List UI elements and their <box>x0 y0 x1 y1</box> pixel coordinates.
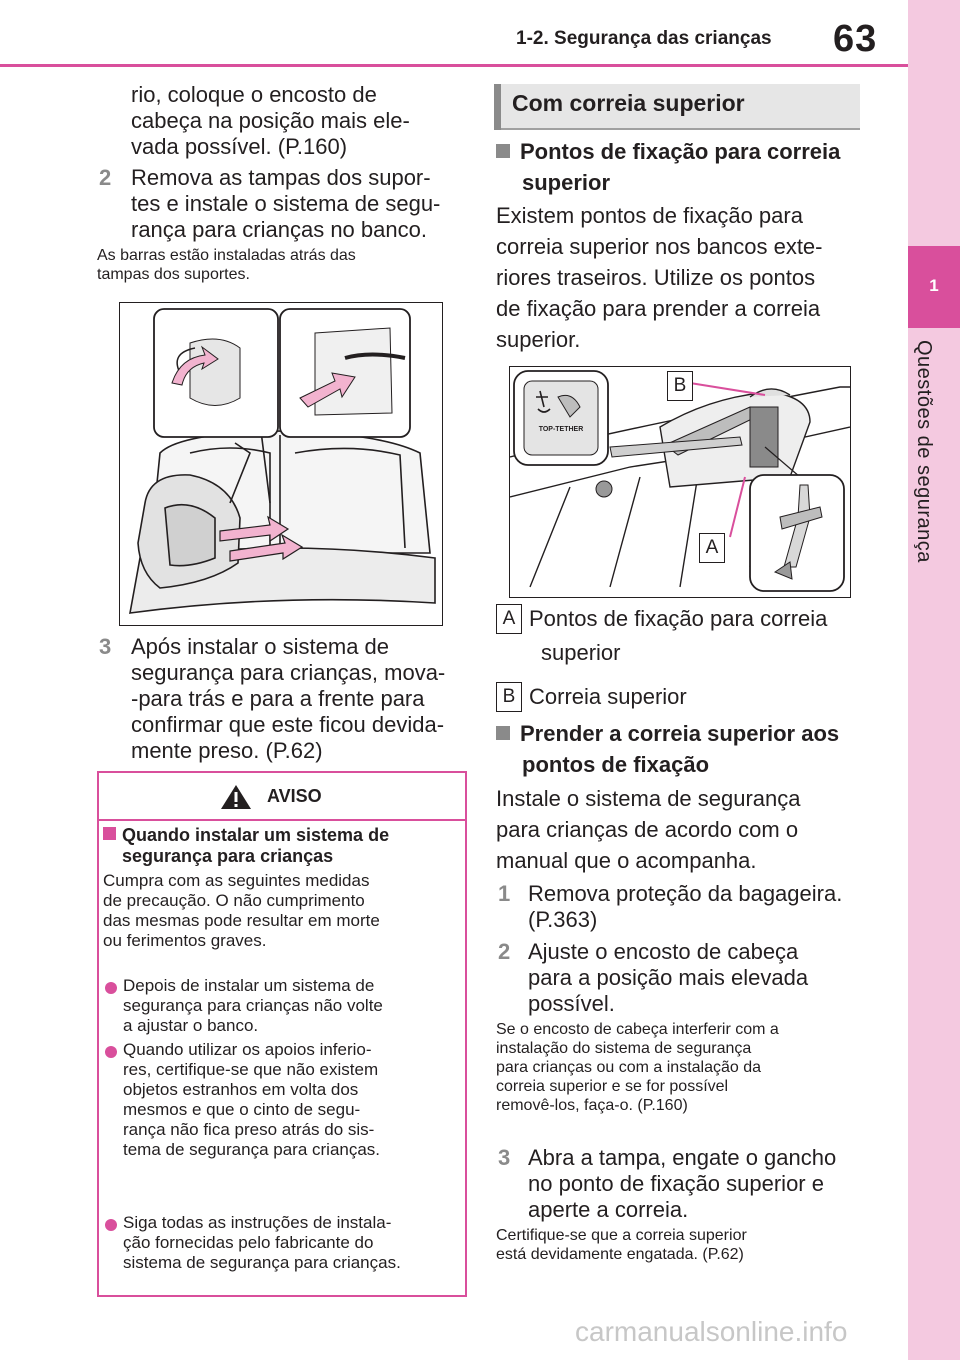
step-note: Certifique-se que a correia superior est… <box>496 1227 747 1263</box>
page-number: 63 <box>833 18 878 60</box>
box-accent-bar <box>494 84 501 130</box>
step-text: Após instalar o sistema de segurança par… <box>131 634 446 763</box>
callout-label-b: B <box>667 371 693 401</box>
intro-text: rio, coloque o encosto de cabeça na posi… <box>131 82 410 159</box>
warning-box: AVISO Quando instalar um sistema de segu… <box>97 771 467 1297</box>
square-bullet-icon <box>496 144 510 158</box>
paragraph: Instale o sistema de segurança para cria… <box>496 786 801 873</box>
chapter-tab <box>908 246 960 328</box>
legend-text-b: Correia superior <box>529 684 687 709</box>
step-note: As barras estão instaladas atrás das tam… <box>97 247 356 283</box>
step-number: 1 <box>498 881 511 906</box>
chapter-number: 1 <box>929 276 939 295</box>
chapter-sidebar <box>908 0 960 1360</box>
section-box-header: Com correia superior <box>494 84 860 130</box>
legend-text-a: Pontos de fixação para correia superior <box>529 606 828 665</box>
top-tether-illustration: TOP-TETHER B A <box>509 366 851 598</box>
watermark: carmanualsonline.info <box>575 1316 848 1347</box>
legend-tag-b: B <box>496 682 522 712</box>
square-bullet-icon <box>103 827 116 840</box>
child-seat-install-illustration <box>119 302 443 626</box>
step-text: Remova as tampas dos supor- tes e instal… <box>131 165 441 242</box>
step-number: 2 <box>99 165 112 190</box>
bullet-dot-icon <box>105 982 117 994</box>
bullet-dot-icon <box>105 1219 117 1231</box>
step-text: Remova proteção da bagageira. (P.363) <box>528 881 843 932</box>
step-number: 2 <box>498 939 511 964</box>
warning-heading: Quando instalar um sistema de segurança … <box>103 825 389 867</box>
bullet-dot-icon <box>105 1046 117 1058</box>
tether-drawing: TOP-TETHER <box>509 370 851 592</box>
warning-bullet: Quando utilizar os apoios inferio- res, … <box>123 1040 381 1159</box>
seat-drawing <box>129 308 436 614</box>
section-title: 1-2. Segurança das crianças <box>516 28 772 49</box>
callout-label-a: A <box>699 533 725 563</box>
step-text: Ajuste o encosto de cabeça para a posiçã… <box>528 939 809 1016</box>
chapter-title: Questões de segurança <box>913 340 935 563</box>
warning-bullet: Depois de instalar um sistema de seguran… <box>123 976 383 1035</box>
header-rule <box>0 64 908 67</box>
legend-tag-a: A <box>496 604 522 634</box>
step-text: Abra a tampa, engate o gancho no ponto d… <box>528 1145 837 1222</box>
step-note: Se o encosto de cabeça interferir com a … <box>496 1021 779 1114</box>
warning-intro: Cumpra com as seguintes medidas de preca… <box>103 871 380 950</box>
warning-bullet: Siga todas as instruções de instala- ção… <box>123 1213 401 1272</box>
square-bullet-icon <box>496 726 510 740</box>
warning-triangle-icon <box>221 785 251 809</box>
subheading: Pontos de fixação para correia superior <box>496 136 840 198</box>
warning-header: AVISO <box>99 773 465 821</box>
paragraph: Existem pontos de fixação para correia s… <box>496 203 823 352</box>
box-title: Com correia superior <box>512 90 745 116</box>
tether-badge-label: TOP-TETHER <box>539 426 584 433</box>
subheading: Prender a correia superior aos pontos de… <box>496 718 839 780</box>
step-number: 3 <box>99 634 112 659</box>
warning-title: AVISO <box>267 786 322 806</box>
step-number: 3 <box>498 1145 511 1170</box>
